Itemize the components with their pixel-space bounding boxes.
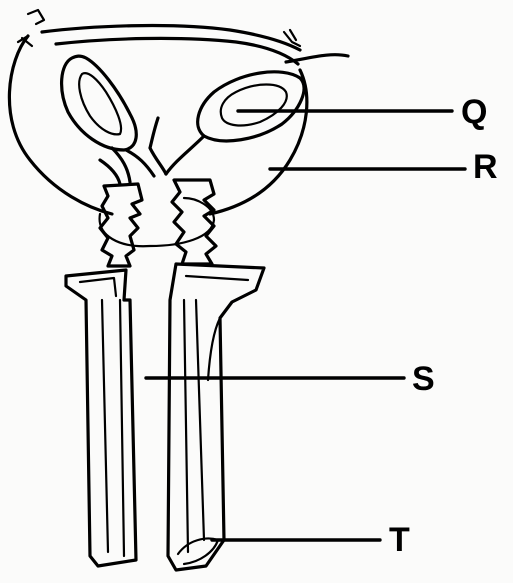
right-tube-inner <box>184 276 248 552</box>
central-v-right <box>166 136 204 174</box>
left-oval-outer <box>62 56 137 150</box>
right-oval-inner <box>221 85 287 126</box>
central-v-left <box>126 150 154 176</box>
left-oval-inner <box>79 73 121 134</box>
right-junction <box>172 180 216 264</box>
sac-outline <box>9 36 306 214</box>
label-t: T <box>389 523 410 557</box>
central-v-bridge <box>150 118 166 174</box>
top-left-tuft <box>18 10 44 46</box>
left-junction <box>100 184 142 266</box>
junction-ring <box>100 198 214 246</box>
right-tube <box>168 264 264 570</box>
left-duct <box>100 148 130 184</box>
right-tube-cap <box>178 539 218 564</box>
sac-top-rim-inner <box>56 38 298 64</box>
label-s: S <box>412 362 435 396</box>
right-extension-line <box>286 55 348 62</box>
label-q: Q <box>461 95 487 129</box>
label-r: R <box>473 150 498 184</box>
left-tube <box>66 270 136 566</box>
right-oval-outer <box>198 72 304 141</box>
